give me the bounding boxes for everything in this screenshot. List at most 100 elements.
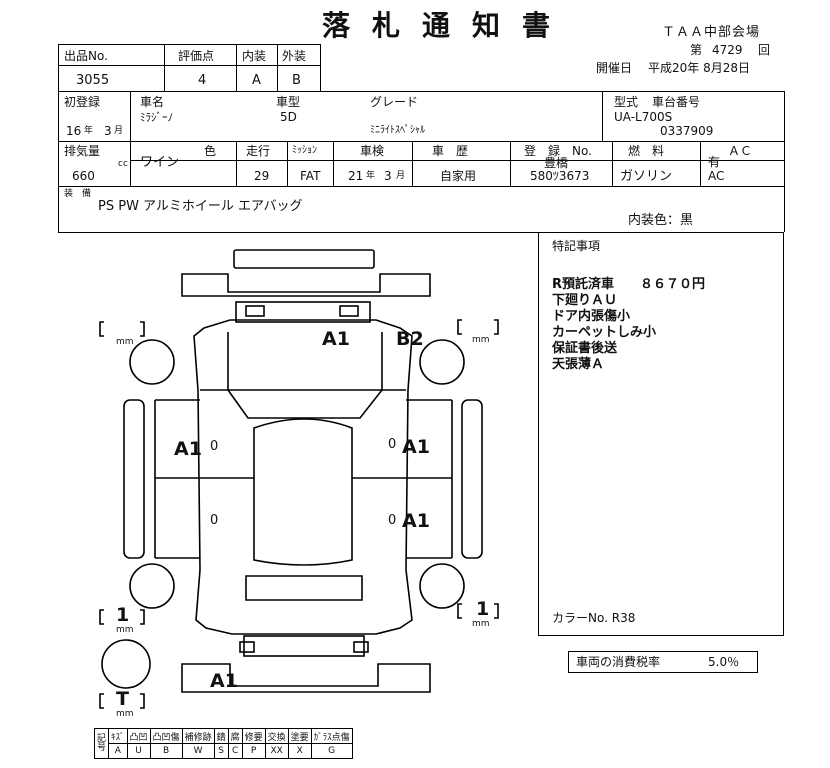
legend-code-cell: P <box>241 743 266 759</box>
legend-header-cell: 凸凹 <box>126 728 151 744</box>
fuel-label: 燃 料 <box>628 144 665 158</box>
color-number: カラーNo. R38 <box>552 611 636 625</box>
row3-sep-4 <box>412 141 413 186</box>
exterior-grade: B <box>292 73 301 88</box>
equip-top-line <box>58 186 784 187</box>
legend-header-cell: 錆 <box>213 728 229 744</box>
notes-box <box>538 232 784 636</box>
first-reg-label: 初登録 <box>64 95 101 109</box>
document-title: 落札通知書 <box>322 9 573 42</box>
score-value: 4 <box>198 73 207 88</box>
equip-bottom-line <box>58 232 784 233</box>
row3-sep-6 <box>612 141 613 186</box>
legend-header-cell: 腐 <box>227 728 243 744</box>
legend-code-cell: X <box>287 743 312 759</box>
grade-label: グレード <box>370 95 419 109</box>
displacement: 660 <box>72 169 95 183</box>
rear-bumper-mark: A1 <box>210 670 238 692</box>
tire-rr-unit: mm <box>472 619 490 629</box>
model-code: UA-L700S <box>614 110 673 124</box>
interior-grade-label: 内装 <box>242 49 267 63</box>
tire-fr-unit: mm <box>472 335 490 345</box>
right-border <box>784 91 785 232</box>
tax-value: 5.0％ <box>708 655 740 669</box>
body-type: 5D <box>280 110 297 124</box>
note-line-5: 保証書後送 <box>552 341 618 356</box>
history-label: 車 歴 <box>432 144 469 158</box>
note-line-4: カーペットしみ小 <box>552 325 657 340</box>
damage-code-legend: 記 号 ｷｽﾞ 凸凹 凸凹傷 補修跡 錆 腐 修要 交換 塗要 ｶﾞﾗｽ点傷 A… <box>93 728 353 759</box>
row1-sep-3 <box>277 44 278 91</box>
fuel: ガソリン <box>620 169 673 184</box>
lot-number: 3055 <box>76 73 110 88</box>
legend-side-top: 記 <box>97 733 107 744</box>
left-door-mark: A1 <box>174 438 202 460</box>
tax-box <box>568 651 758 673</box>
note-line-2: 下廻りＡＵ <box>552 293 618 308</box>
color-value: ワイン <box>140 155 180 170</box>
chassis-number: 0337909 <box>660 124 714 138</box>
first-reg-month: 3 <box>104 124 112 138</box>
legend-header-cell: 塗要 <box>287 728 312 744</box>
row3-sep-3 <box>333 141 334 186</box>
year-unit: 年 <box>84 126 94 136</box>
car-name-label: 車名 <box>140 95 165 109</box>
history: 自家用 <box>440 169 477 183</box>
tax-label: 車両の消費税率 <box>576 655 661 669</box>
tire-rl-value: 1 <box>116 604 130 626</box>
tire-fl-unit: mm <box>116 337 134 347</box>
plate-area: 豊橋 <box>544 156 569 170</box>
inspection-month-unit: 月 <box>396 171 406 181</box>
legend-code-cell: XX <box>264 743 289 759</box>
row3-mid-line <box>130 160 784 161</box>
session-number: 4729 <box>712 43 743 57</box>
spare-tire-unit: mm <box>116 709 134 719</box>
inspection-year: 21 <box>348 169 364 183</box>
displacement-label: 排気量 <box>64 144 101 158</box>
tire-rl-unit: mm <box>116 625 134 635</box>
note-line-3: ドア内張傷小 <box>552 309 631 324</box>
mission-label: ﾐｯｼｮﾝ <box>292 145 317 156</box>
first-reg-year: 16 <box>66 124 82 138</box>
mileage: 29 <box>254 169 270 183</box>
row1-sep-4 <box>320 44 321 91</box>
legend-header-cell: ｶﾞﾗｽ点傷 <box>310 728 353 744</box>
month-unit: 月 <box>114 126 124 136</box>
session-prefix: 第 <box>690 43 703 57</box>
legend-header-cell: 凸凹傷 <box>149 728 183 744</box>
row1-top-line <box>58 44 320 45</box>
note-line-1: R預託済車 ８６７０円 <box>552 277 706 292</box>
legend-code-cell: W <box>181 743 215 759</box>
tire-rr-value: 1 <box>476 598 490 620</box>
row3-sep-2 <box>287 141 288 186</box>
color-label: 色 <box>204 144 217 158</box>
right-door-zero: 0 <box>388 437 397 452</box>
roof-mark: B2 <box>396 328 424 350</box>
hood-mark: A1 <box>322 328 350 350</box>
body-type-label: 車型 <box>276 95 301 109</box>
chassis-label: 車台番号 <box>652 95 701 109</box>
legend-header-cell: 補修跡 <box>181 728 215 744</box>
row2-top-line <box>58 91 784 92</box>
row3-top-line <box>58 141 784 142</box>
left-door-zero: 0 <box>210 439 219 454</box>
row3-sep-5 <box>510 141 511 186</box>
legend-side-label: 記 号 <box>93 728 110 759</box>
plate-label: 登 録 No. <box>524 144 592 158</box>
notes-heading: 特記事項 <box>552 239 601 253</box>
inspection-year-unit: 年 <box>366 171 376 181</box>
mission: FAT <box>300 169 321 183</box>
legend-code-cell: B <box>149 743 183 759</box>
grade-value: ﾐﾆﾗｲﾄｽﾍﾟｼｬﾙ <box>370 125 425 136</box>
mileage-label: 走行 <box>246 144 271 158</box>
interior-grade: A <box>252 73 261 88</box>
lot-label: 出品No. <box>64 49 108 63</box>
legend-code-cell: A <box>108 743 128 759</box>
interior-color: 内装色：黒 <box>628 213 694 228</box>
ac-value: AC <box>708 169 725 183</box>
equipment-label: 装 備 <box>64 189 92 199</box>
cc-unit: cc <box>118 159 128 169</box>
legend-code-cell: U <box>126 743 151 759</box>
session-suffix: 回 <box>758 43 771 57</box>
left-rear-zero: 0 <box>210 513 219 528</box>
